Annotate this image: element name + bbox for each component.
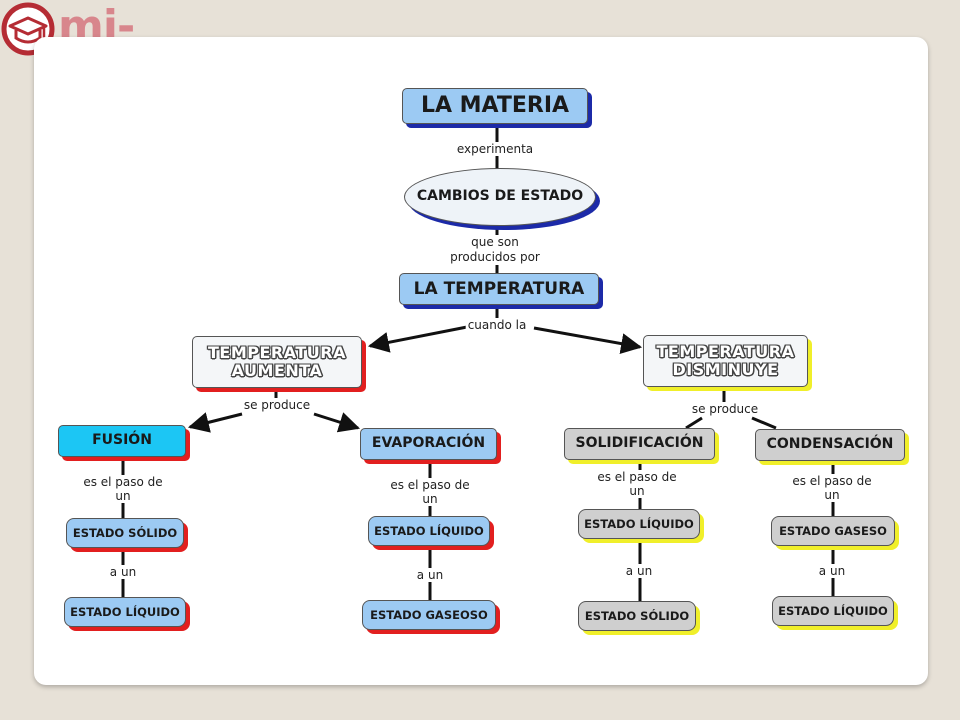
evap-paso-line2: un [422, 492, 438, 506]
aumenta-line2: AUMENTA [231, 361, 323, 380]
label-fusion-a-un: a un [107, 565, 139, 579]
evap-paso-line1: es el paso de [390, 478, 470, 492]
label-experimenta: experimenta [454, 142, 536, 156]
fusion-paso-line2: un [115, 489, 131, 503]
label-solid-paso: es el paso de un [595, 470, 679, 498]
node-cond-estado-liquido: ESTADO LÍQUIDO [772, 596, 894, 626]
arrow-to-disminuye [533, 326, 643, 355]
node-fusion: FUSIÓN [58, 425, 186, 457]
label-que-son-line2: producidos por [450, 250, 540, 264]
label-que-son-line1: que son [471, 235, 519, 249]
node-evap-estado-liquido: ESTADO LÍQUIDO [368, 516, 490, 546]
arrow-to-fusion [187, 412, 243, 433]
node-solidificacion: SOLIDIFICACIÓN [564, 428, 715, 460]
fusion-paso-line1: es el paso de [83, 475, 163, 489]
label-evap-paso: es el paso de un [388, 478, 472, 506]
node-la-materia: LA MATERIA [402, 88, 588, 124]
solid-paso-line2: un [629, 484, 645, 498]
disminuye-line1: TEMPERATURA [656, 342, 795, 362]
label-se-produce-right: se produce [689, 402, 761, 416]
label-se-produce-left: se produce [241, 398, 313, 412]
aumenta-line1: TEMPERATURA [208, 343, 346, 363]
node-evap-estado-gaseoso: ESTADO GASEOSO [362, 600, 496, 630]
connector-seproduce-solidificacion [685, 416, 703, 430]
node-temperatura-disminuye: TEMPERATURA DISMINUYE [643, 335, 808, 387]
arrow-to-aumenta [367, 325, 468, 353]
label-solid-a-un: a un [623, 564, 655, 578]
label-que-son: que son producidos por [448, 235, 542, 265]
node-evaporacion: EVAPORACIÓN [360, 428, 497, 460]
node-fusion-estado-liquido: ESTADO LÍQUIDO [64, 597, 186, 627]
cond-paso-line2: un [824, 488, 840, 502]
node-temperatura-aumenta: TEMPERATURA AUMENTA [192, 336, 362, 388]
label-cond-paso: es el paso de un [790, 474, 874, 502]
label-evap-a-un: a un [414, 568, 446, 582]
label-fusion-paso: es el paso de un [81, 475, 165, 503]
disminuye-line2: DISMINUYE [672, 360, 779, 379]
label-cond-a-un: a un [816, 564, 848, 578]
label-cuando-la: cuando la [465, 318, 529, 332]
node-fusion-estado-solido: ESTADO SÓLIDO [66, 518, 184, 548]
graduation-cap-icon [1, 2, 55, 56]
node-condensacion: CONDENSACIÓN [755, 429, 905, 461]
cond-paso-line1: es el paso de [792, 474, 872, 488]
node-cambios-de-estado: CAMBIOS DE ESTADO [404, 168, 596, 226]
node-solid-estado-liquido: ESTADO LÍQUIDO [578, 509, 700, 539]
arrow-to-evaporacion [313, 412, 361, 433]
node-cond-estado-gaseso: ESTADO GASESO [771, 516, 895, 546]
solid-paso-line1: es el paso de [597, 470, 677, 484]
connector-seproduce-condensacion [751, 416, 777, 430]
node-solid-estado-solido: ESTADO SÓLIDO [578, 601, 696, 631]
node-la-temperatura: LA TEMPERATURA [399, 273, 599, 305]
